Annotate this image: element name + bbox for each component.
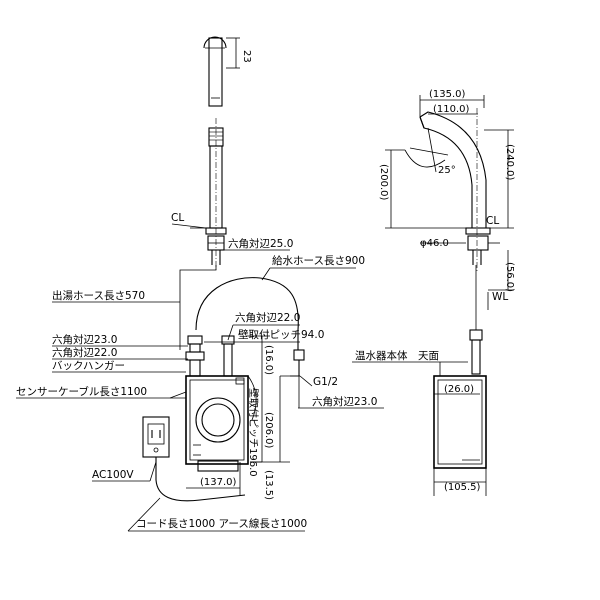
angle-label: 25° — [438, 165, 456, 176]
hex-23-label: 六角対辺23.0 — [52, 333, 117, 346]
dim-105-5: (105.5) — [444, 482, 481, 493]
dia-46-label: φ46.0 — [420, 238, 449, 249]
heater-fittings — [185, 335, 305, 377]
faucet-top-view — [203, 36, 240, 107]
hot-hose-label: 出湯ホース長さ570 — [52, 289, 145, 302]
dim-110: (110.0) — [433, 104, 470, 115]
supply-hose — [179, 265, 299, 350]
ac-label: AC100V — [92, 469, 134, 481]
hex-23-right-label: 六角対辺23.0 — [312, 395, 377, 408]
dim-13-5: (13.5) — [263, 470, 274, 500]
wl-label: WL — [492, 291, 508, 303]
wall-pitch-196-label: 壁取付ピッチ196.0 — [247, 388, 260, 477]
cl-side-label: CL — [486, 215, 499, 227]
faucet-front-view — [190, 118, 227, 272]
dim-137: (137.0) — [200, 477, 237, 488]
dim-56: (56.0) — [504, 262, 515, 292]
thread-label: G1/2 — [313, 376, 338, 388]
cl-front-label: CL — [171, 212, 184, 224]
hex-25-label: 六角対辺25.0 — [228, 237, 293, 250]
dim-200: (200.0) — [378, 164, 389, 201]
power-outlet — [142, 375, 257, 502]
hex-22-upper-label: 六角対辺22.0 — [235, 311, 300, 324]
front-dimensions — [186, 335, 300, 495]
sensor-cable-label: センサーケーブル長さ1100 — [16, 385, 147, 398]
wall-pitch-94-label: 壁取付ピッチ94.0 — [238, 328, 324, 341]
hex-22-lower-label: 六角対辺22.0 — [52, 346, 117, 359]
dim-23: 23 — [241, 50, 252, 63]
dim-206: (206.0) — [263, 412, 274, 449]
heater-unit-side — [433, 265, 487, 469]
supply-hose-label: 給水ホース長さ900 — [272, 254, 365, 267]
dim-16: (16.0) — [263, 345, 274, 375]
dim-240: (240.0) — [504, 144, 515, 181]
back-hanger-label: バックハンガー — [52, 360, 125, 372]
dim-135: (135.0) — [429, 89, 466, 100]
dim-26: (26.0) — [444, 384, 474, 395]
heater-top-label: 温水器本体 天面 — [355, 349, 439, 362]
faucet-side-view — [404, 108, 491, 272]
heater-unit-front — [185, 375, 249, 472]
cord-label: コード長さ1000 アース線長さ1000 — [136, 517, 307, 530]
